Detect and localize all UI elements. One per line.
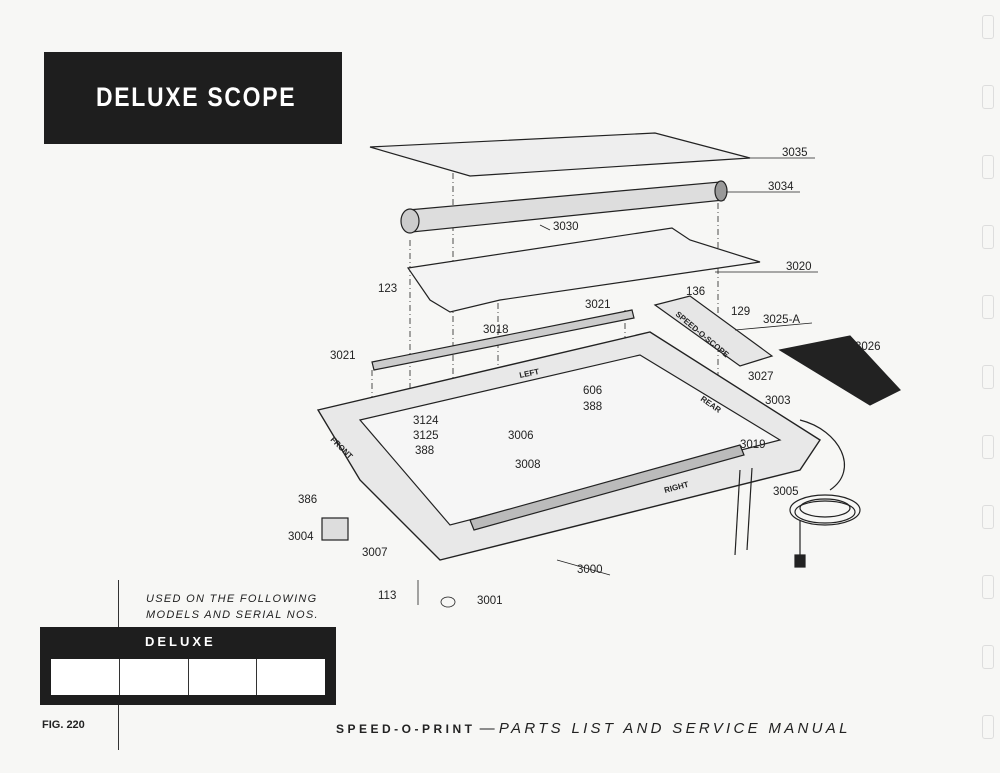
title-block: DELUXE SCOPE — [44, 52, 342, 144]
callout-386: 386 — [298, 494, 317, 506]
leg — [746, 467, 753, 551]
footer-subtitle: PARTS LIST AND SERVICE MANUAL — [498, 720, 851, 737]
model-cell — [189, 659, 258, 695]
callout-3027: 3027 — [748, 371, 774, 383]
callout-3035: 3035 — [782, 147, 808, 159]
figure-number: FIG. 220 — [42, 719, 85, 731]
callouts: 3035 3034 3030 3020 123 136 3021 129 302… — [288, 147, 881, 608]
callout-3001: 3001 — [477, 595, 503, 607]
diffuser-3020 — [406, 227, 761, 313]
callout-3003: 3003 — [765, 395, 791, 407]
scale-right — [469, 444, 745, 531]
used-on-line-1: USED ON THE FOLLOWING — [146, 593, 318, 605]
footer: SPEED-O-PRINT — PARTS LIST AND SERVICE M… — [336, 720, 851, 737]
base-tray — [358, 354, 782, 526]
callout-3124: 3124 — [413, 415, 439, 427]
model-cells — [51, 659, 325, 695]
cover-3026 — [778, 335, 901, 406]
models-table: DELUXE — [40, 627, 336, 705]
callout-3021-left: 3021 — [330, 350, 356, 362]
used-on-note: USED ON THE FOLLOWING MODELS AND SERIAL … — [146, 591, 319, 623]
plate-3025-A — [653, 295, 774, 367]
page-title: DELUXE SCOPE — [96, 82, 297, 112]
callout-3007: 3007 — [362, 547, 388, 559]
model-cell — [51, 659, 120, 695]
callout-388-b: 388 — [415, 445, 434, 457]
power-cord-3005 — [789, 419, 861, 568]
callout-136: 136 — [686, 286, 705, 298]
callout-3000: 3000 — [577, 564, 603, 576]
callout-3018: 3018 — [483, 324, 509, 336]
callout-3030: 3030 — [553, 221, 579, 233]
callout-3004: 3004 — [288, 531, 314, 543]
model-cell — [120, 659, 189, 695]
lamp-reflector-3030 — [400, 180, 728, 234]
footer-dash: — — [475, 720, 499, 737]
switch-3004 — [321, 517, 349, 541]
callout-3025-a: 3025-A — [763, 314, 800, 326]
callout-123: 123 — [378, 283, 397, 295]
callout-113: 113 — [378, 590, 396, 602]
footer-brand: SPEED-O-PRINT — [336, 722, 476, 736]
callout-3019: 3019 — [740, 439, 766, 451]
binder-holes — [978, 0, 998, 773]
callout-3005: 3005 — [773, 486, 799, 498]
callout-3034: 3034 — [768, 181, 794, 193]
callout-129: 129 — [731, 306, 750, 318]
models-header: DELUXE — [145, 634, 216, 649]
callout-606: 606 — [583, 385, 602, 397]
glass-plate-3035 — [369, 132, 751, 177]
callout-3125: 3125 — [413, 430, 439, 442]
left-lettering: LEFT — [519, 367, 541, 380]
callout-3006: 3006 — [508, 430, 534, 442]
callout-388-a: 388 — [583, 401, 602, 413]
used-on-line-2: MODELS AND SERIAL NOS. — [146, 609, 319, 621]
model-cell — [257, 659, 325, 695]
callout-3020: 3020 — [786, 261, 812, 273]
leg — [734, 469, 741, 556]
callout-3021-top: 3021 — [585, 299, 611, 311]
scale-3018 — [371, 309, 635, 371]
callout-3026: 3026 — [855, 341, 881, 353]
callout-3008: 3008 — [515, 459, 541, 471]
